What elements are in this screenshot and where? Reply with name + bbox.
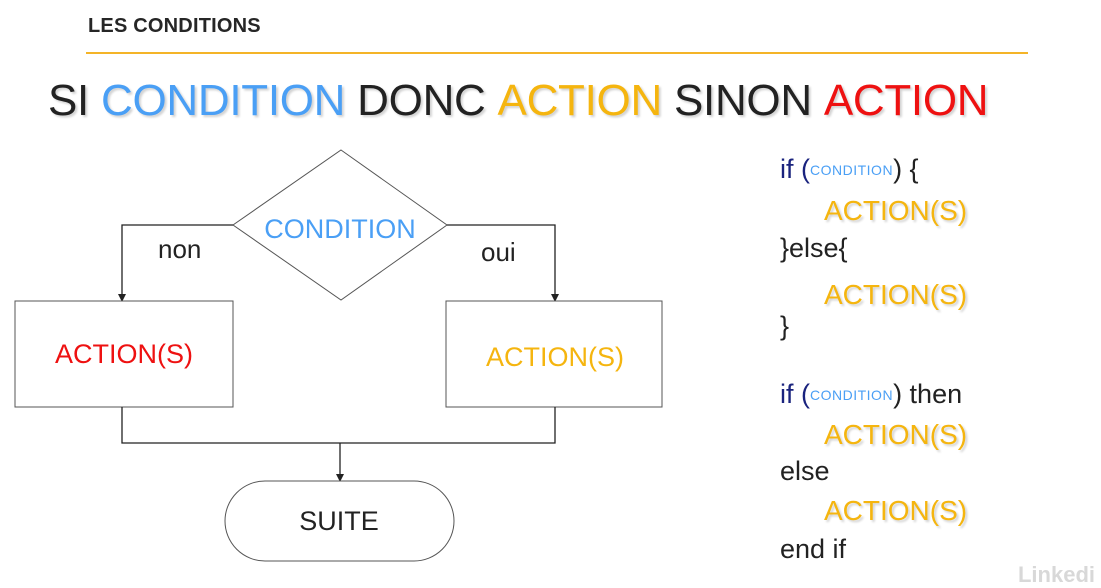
code2-condition: CONDITION <box>810 387 894 403</box>
merge-connector <box>121 407 556 444</box>
code2-action-2: ACTION(S) <box>824 495 968 526</box>
decision-label: CONDITION <box>264 214 416 244</box>
code1-if-keyword: if ( <box>780 154 810 184</box>
section-title: LES CONDITIONS <box>88 15 261 37</box>
left-action-label: ACTION(S) <box>55 339 193 369</box>
left-action-box <box>14 300 234 408</box>
decision-diamond <box>232 149 448 301</box>
header-divider <box>86 52 1028 54</box>
code1-if-line: if (CONDITION) { <box>780 156 919 183</box>
suite-terminal <box>224 480 455 562</box>
code1-condition: CONDITION <box>810 162 894 178</box>
yes-branch-label: oui <box>481 237 516 267</box>
code1-if-close: ) { <box>893 154 919 184</box>
headline-word-donc: DONC <box>357 76 486 125</box>
headline-word-action-else: ACTION <box>823 76 989 125</box>
headline-word-si: SI <box>48 76 89 125</box>
code1-action-1: ACTION(S) <box>824 195 968 226</box>
suite-label: SUITE <box>299 506 379 536</box>
no-branch-label: non <box>158 234 201 264</box>
yes-branch-connector <box>447 224 559 302</box>
code2-then-keyword: ) then <box>893 379 963 409</box>
right-action-label: ACTION(S) <box>486 342 624 372</box>
headline-word-action: ACTION <box>497 76 663 125</box>
headline-word-condition: CONDITION <box>100 76 346 125</box>
right-action-box <box>445 300 663 408</box>
code1-else-line: }else{ <box>780 233 848 263</box>
code2-end-keyword: end if <box>780 534 847 564</box>
code1-action-2: ACTION(S) <box>824 279 968 310</box>
no-branch-connector <box>118 224 233 302</box>
code2-action-1: ACTION(S) <box>824 419 968 450</box>
code2-if-line: if (CONDITION) then <box>780 381 962 408</box>
code1-close-brace: } <box>780 311 790 341</box>
linkedin-watermark: Linkedi <box>1017 562 1095 587</box>
code2-if-keyword: if ( <box>780 379 810 409</box>
code2-else-keyword: else <box>780 456 830 486</box>
headline-word-sinon: SINON <box>673 76 812 125</box>
